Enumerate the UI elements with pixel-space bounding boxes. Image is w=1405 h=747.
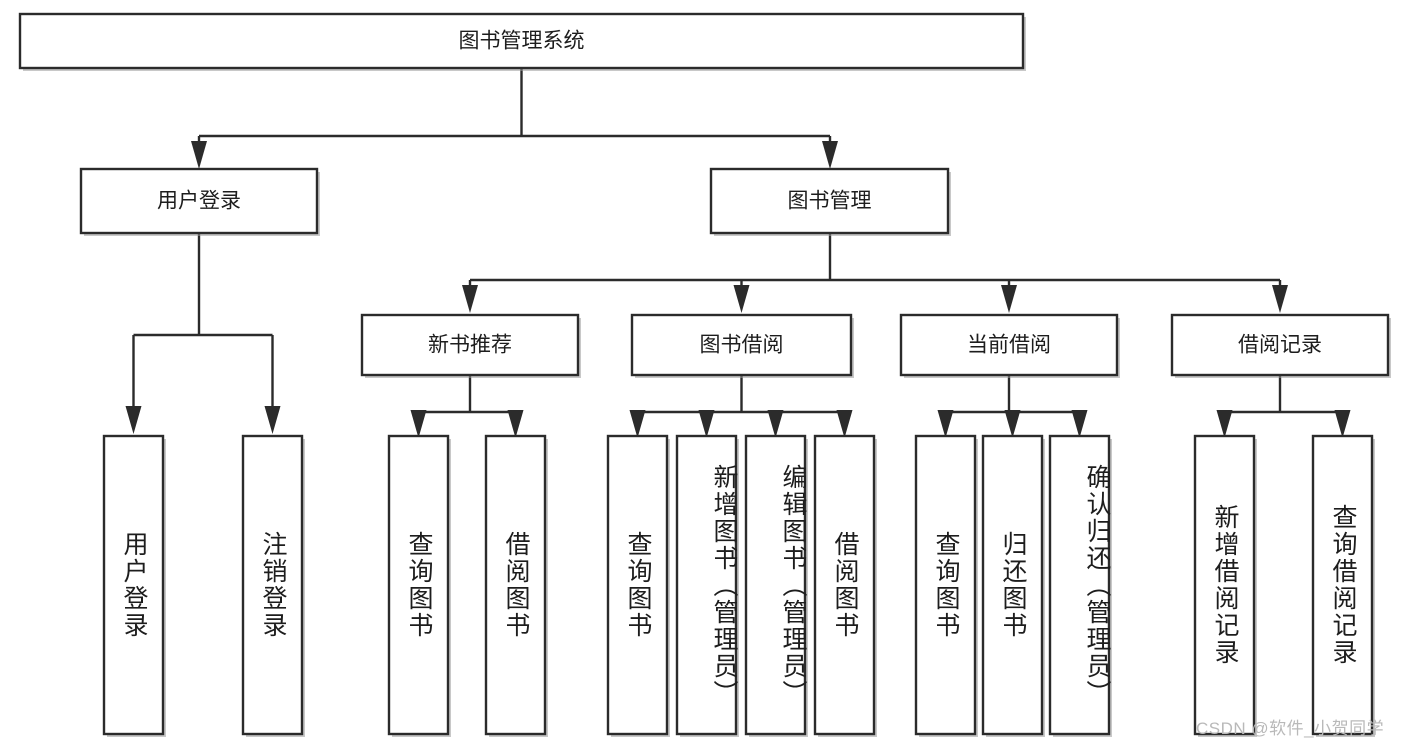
node-user-login[interactable]: 用户登录 — [79, 167, 320, 236]
node-leaf-query-book-2[interactable] — [606, 434, 670, 737]
connector-new-book-rec-to-leaves — [410, 375, 524, 438]
node-leaf-return-book[interactable] — [981, 434, 1045, 737]
leaf-boxes — [102, 434, 1375, 737]
node-book-manage[interactable]: 图书管理 — [709, 167, 951, 236]
node-user-login-label: 用户登录 — [157, 190, 241, 213]
node-current-borrow-label: 当前借阅 — [967, 334, 1051, 357]
node-leaf-user-logout[interactable] — [241, 434, 305, 737]
node-leaf-borrow-book-1[interactable] — [484, 434, 548, 737]
node-leaf-query-record[interactable] — [1311, 434, 1375, 737]
node-leaf-add-record[interactable] — [1193, 434, 1257, 737]
node-leaf-edit-book[interactable] — [744, 434, 808, 737]
node-book-borrow[interactable]: 图书借阅 — [630, 313, 854, 378]
node-new-book-rec[interactable]: 新书推荐 — [360, 313, 581, 378]
node-root[interactable]: 图书管理系统 — [18, 12, 1026, 71]
node-new-book-rec-label: 新书推荐 — [428, 334, 512, 357]
node-leaf-confirm-return[interactable] — [1048, 434, 1112, 737]
connector-book-manage-to-level3 — [462, 233, 1288, 313]
node-leaf-query-book-1[interactable] — [387, 434, 451, 737]
connector-root-to-level2 — [191, 68, 838, 169]
connector-user-login-to-leaves — [125, 233, 281, 434]
node-leaf-user-login[interactable] — [102, 434, 166, 737]
connector-book-borrow-to-leaves — [629, 375, 853, 438]
node-leaf-add-book[interactable] — [675, 434, 739, 737]
csdn-watermark: CSDN @软件_小贺同学 — [1196, 719, 1385, 738]
node-leaf-borrow-book-2[interactable] — [813, 434, 877, 737]
node-borrow-record[interactable]: 借阅记录 — [1170, 313, 1391, 378]
node-leaf-query-book-3[interactable] — [914, 434, 978, 737]
node-root-label: 图书管理系统 — [459, 30, 585, 53]
connector-current-borrow-to-leaves — [937, 375, 1088, 438]
node-borrow-record-label: 借阅记录 — [1238, 334, 1322, 357]
node-book-manage-label: 图书管理 — [788, 190, 872, 213]
node-current-borrow[interactable]: 当前借阅 — [899, 313, 1120, 378]
connector-borrow-record-to-leaves — [1216, 375, 1351, 438]
node-book-borrow-label: 图书借阅 — [700, 334, 784, 357]
